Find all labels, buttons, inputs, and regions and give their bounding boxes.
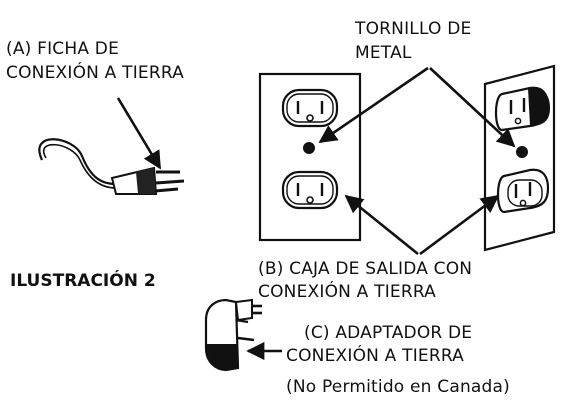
plug-arrow: [116, 97, 162, 170]
canada-note: (No Permitido en Canada): [286, 377, 510, 397]
box-label-line1: (B) CAJA DE SALIDA CON: [258, 259, 472, 279]
box-arrow-left: [344, 194, 419, 256]
screw-arrow-right: [429, 67, 516, 148]
figure-title: ILUSTRACIÓN 2: [10, 269, 156, 291]
outlet-box-angled-icon: [483, 64, 556, 252]
grounding-adapter-icon: [204, 298, 262, 372]
outlet-box-front-icon: [258, 72, 362, 242]
plug-label-line2: CONEXIÓN A TIERRA: [6, 61, 184, 83]
adapter-label-line2: CONEXIÓN A TIERRA: [286, 344, 464, 366]
screw-label-line1: TORNILLO DE: [354, 19, 471, 39]
screw-arrow-left: [318, 66, 429, 144]
grounding-plug-icon: [38, 138, 185, 195]
screw-label-line2: METAL: [355, 43, 412, 63]
box-arrow-right: [419, 194, 500, 256]
box-label-line2: CONEXIÓN A TIERRA: [258, 280, 436, 302]
plug-label-line1: (A) FICHA DE: [6, 39, 119, 59]
adapter-label-line1: (C) ADAPTADOR DE: [304, 323, 472, 343]
